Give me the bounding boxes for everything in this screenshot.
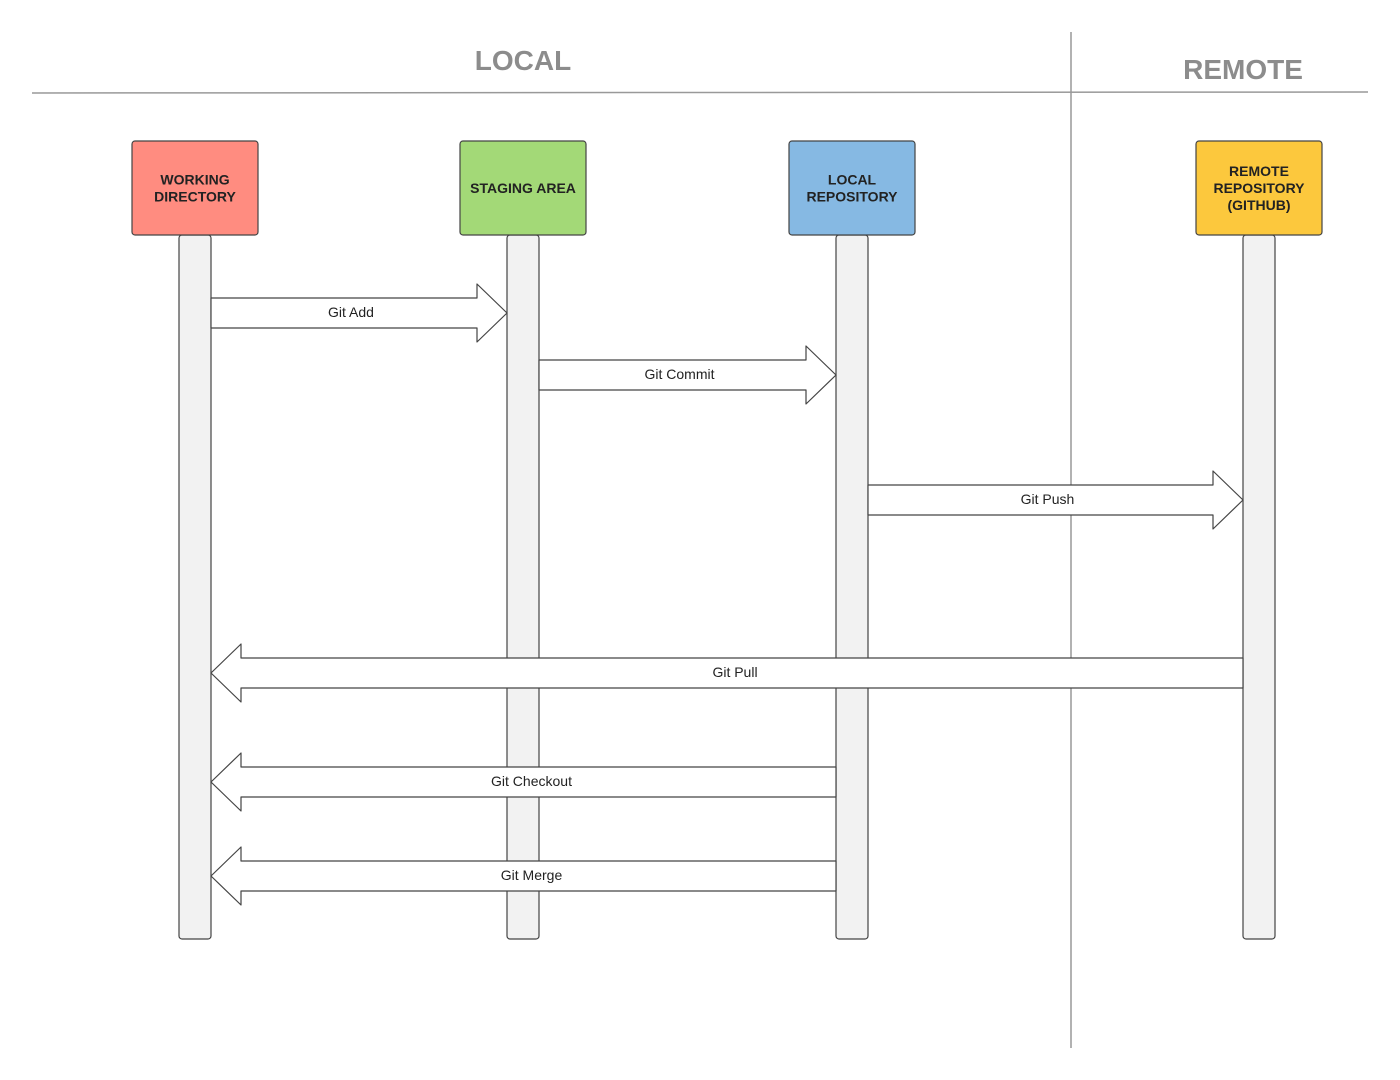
lifeline-staging-area	[506, 234, 540, 940]
lane-working-directory	[178, 234, 212, 940]
lane-label-remote-repository: (GITHUB)	[1228, 197, 1291, 213]
arrow-label-git-push: Git Push	[1021, 491, 1075, 507]
lane-local-repository	[835, 234, 869, 940]
arrow-git-add: Git Add	[210, 283, 508, 343]
lane-box-shape-local-repository	[788, 140, 916, 236]
lane-box-shape-staging-area	[459, 140, 587, 236]
lane-box-shape-remote-repository	[1195, 140, 1323, 236]
arrow-shape-git-checkout	[210, 752, 837, 812]
arrow-shape-git-push	[867, 470, 1244, 530]
arrow-shape-git-merge	[210, 846, 837, 906]
lane-box-staging-area: STAGING AREA	[459, 140, 587, 236]
section-title-local: LOCAL	[475, 45, 571, 76]
lifeline-local-repository	[835, 234, 869, 940]
arrow-git-merge: Git Merge	[210, 846, 837, 906]
lane-label-remote-repository: REPOSITORY	[1213, 180, 1305, 196]
arrow-label-git-merge: Git Merge	[501, 867, 563, 883]
arrow-git-checkout: Git Checkout	[210, 752, 837, 812]
lifeline-working-directory	[178, 234, 212, 940]
lifeline-remote-repository	[1242, 234, 1276, 940]
arrow-git-pull: Git Pull	[210, 643, 1244, 703]
lane-label-local-repository: LOCAL	[828, 172, 877, 188]
arrow-label-git-pull: Git Pull	[712, 664, 757, 680]
arrow-shape-git-add	[210, 283, 508, 343]
lane-label-remote-repository: REMOTE	[1229, 163, 1289, 179]
arrow-git-push: Git Push	[867, 470, 1244, 530]
arrow-label-git-commit: Git Commit	[645, 366, 715, 382]
lane-box-shape-working-directory	[131, 140, 259, 236]
arrow-shape-git-commit	[538, 345, 837, 405]
lane-label-local-repository: REPOSITORY	[806, 189, 898, 205]
lane-staging-area	[506, 234, 540, 940]
arrow-shape-git-pull	[210, 643, 1244, 703]
lane-remote-repository	[1242, 234, 1276, 940]
lane-label-working-directory: DIRECTORY	[154, 189, 236, 205]
lane-label-working-directory: WORKING	[160, 172, 229, 188]
arrow-label-git-add: Git Add	[328, 304, 374, 320]
arrow-label-git-checkout: Git Checkout	[491, 773, 572, 789]
header-divider-line	[31, 91, 1369, 94]
arrow-git-commit: Git Commit	[538, 345, 837, 405]
section-title-remote: REMOTE	[1183, 54, 1303, 85]
lane-label-staging-area: STAGING AREA	[470, 180, 576, 196]
